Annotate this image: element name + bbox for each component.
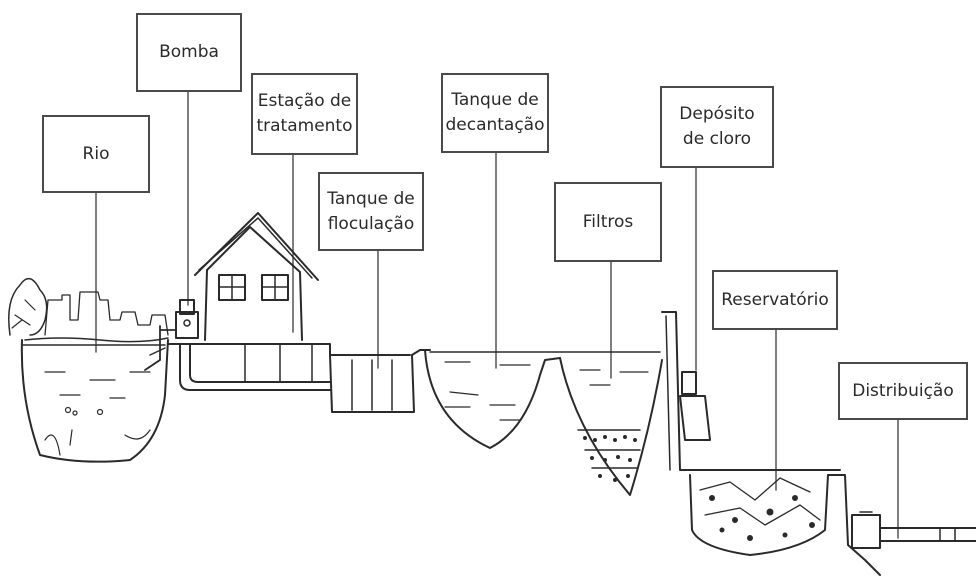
label-rio: Rio [42, 115, 150, 193]
label-estacao-tratamento: Estação de tratamento [251, 73, 358, 155]
label-tanque-decantacao: Tanque de decantação [441, 73, 549, 153]
treatment-station [194, 212, 319, 341]
connector-lines [95, 91, 899, 539]
inlet-pipes [167, 343, 411, 391]
chlorine-depot [661, 311, 841, 471]
label-tanque-floculacao: Tanque de floculação [318, 172, 424, 251]
river [8, 277, 169, 463]
decantation-tank [424, 349, 661, 449]
label-deposito-cloro: Depósito de cloro [660, 86, 774, 168]
reservoir [689, 474, 881, 576]
label-filtros: Filtros [554, 182, 662, 262]
label-reservatorio: Reservatório [712, 270, 838, 330]
label-distribuicao: Distribuição [838, 362, 968, 420]
filters-tank [559, 357, 663, 496]
label-bomba: Bomba [136, 13, 242, 92]
flocculation-tank [329, 349, 431, 413]
pump [144, 299, 199, 371]
distribution-pipe [851, 511, 976, 549]
